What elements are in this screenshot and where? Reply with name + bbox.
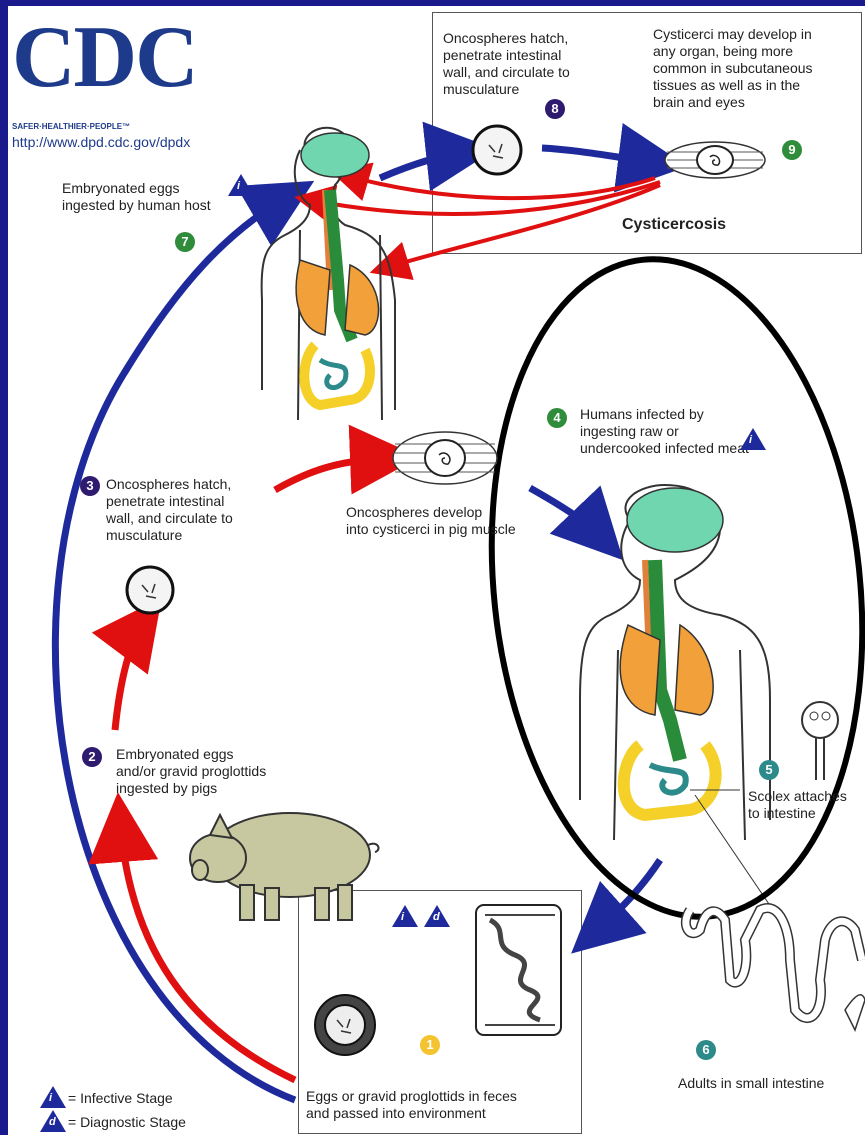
step-9-badge: 9: [782, 140, 802, 160]
blue-arrow-to-cyst-9: [542, 148, 660, 163]
step-9-text: Cysticerci may develop in any organ, bei…: [653, 26, 813, 111]
infective-stage-icon: i: [228, 174, 254, 196]
blue-arrow-environment-to-human: [55, 195, 295, 1100]
step-2-badge: 2: [82, 747, 102, 767]
legend-diagnostic-label: = Diagnostic Stage: [68, 1114, 186, 1131]
step-4-text: Humans infected by ingesting raw or unde…: [580, 406, 749, 457]
pig-illustration: [190, 813, 379, 920]
egg-illustration: [315, 995, 375, 1055]
step-3b-text: Oncospheres develop into cysticerci in p…: [346, 504, 516, 538]
step-1-text: Eggs or gravid proglottids in feces and …: [306, 1088, 517, 1122]
step-3-text: Oncospheres hatch, penetrate intestinal …: [106, 476, 233, 544]
human-figure-top: [262, 128, 395, 420]
step-1-badge: 1: [420, 1035, 440, 1055]
step-7-badge: 7: [175, 232, 195, 252]
oncosphere-8: [473, 126, 521, 174]
legend-infective-icon: i: [40, 1086, 66, 1108]
cysticercus-pig-muscle: [393, 432, 497, 484]
step-6-text: Adults in small intestine: [678, 1075, 824, 1092]
cysticercosis-label: Cysticercosis: [622, 216, 726, 233]
step-7-text: Embryonated eggs ingested by human host: [62, 180, 211, 214]
diagnostic-stage-icon: d: [424, 905, 450, 927]
oncosphere-3: [127, 567, 173, 613]
infective-stage-icon: i: [740, 428, 766, 450]
step-8-badge: 8: [545, 99, 565, 119]
step-6-badge: 6: [696, 1040, 716, 1060]
step-5-text: Scolex attaches to intestine: [748, 788, 847, 822]
cysticercus-9: [665, 142, 765, 178]
legend-infective-label: = Infective Stage: [68, 1090, 173, 1107]
step-5-badge: 5: [759, 760, 779, 780]
red-arrow-pig-to-oncosphere: [115, 620, 145, 730]
scolex-illustration: [802, 702, 838, 780]
blue-arrow-to-oncosphere-8: [380, 152, 468, 178]
step-2-text: Embryonated eggs and/or gravid proglotti…: [116, 746, 266, 797]
blue-arrow-to-human-4: [530, 488, 604, 540]
step-3-badge: 3: [80, 476, 100, 496]
proglottid-illustration: [476, 905, 561, 1035]
red-arrow-to-cysticerci: [275, 458, 392, 490]
legend-diagnostic-icon: d: [40, 1110, 66, 1132]
step-8-text: Oncospheres hatch, penetrate intestinal …: [443, 30, 570, 98]
human-figure-right: [580, 485, 790, 935]
step-4-badge: 4: [547, 408, 567, 428]
infective-stage-icon: i: [392, 905, 418, 927]
adult-tapeworm: [686, 908, 865, 1030]
